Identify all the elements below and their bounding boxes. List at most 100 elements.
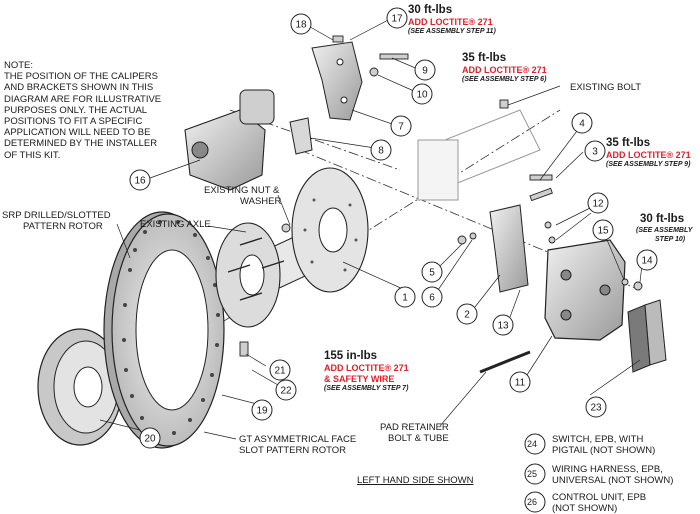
axle-housing <box>417 109 541 201</box>
hardware <box>239 35 643 357</box>
legend-25-line1: WIRING HARNESS, EPB, <box>552 464 663 475</box>
callout-number-20: 20 <box>144 434 156 445</box>
srp-rotor-label-1: SRP DRILLED/SLOTTED <box>2 210 111 221</box>
callout-number-13: 13 <box>497 321 509 332</box>
rotor-hat <box>37 328 123 446</box>
main-caliper <box>544 239 626 341</box>
note-line: PURPOSES ONLY. THE ACTUAL <box>4 104 148 116</box>
callout-circle-12 <box>587 192 609 214</box>
callout-number-16: 16 <box>134 176 146 187</box>
legend-26-line2: (NOT SHOWN) <box>552 503 618 514</box>
existing-axle-label: EXISTING AXLE <box>140 219 211 230</box>
torque-9-value: 35 ft-lbs <box>462 52 507 64</box>
callout-circle-16 <box>129 169 151 191</box>
torque-3-value: 35 ft-lbs <box>606 137 651 149</box>
pad-retainer-label-1: PAD RETAINER <box>380 422 449 433</box>
caliper-bracket <box>311 41 363 121</box>
note-line: APPLICATION WILL NEED TO BE <box>4 127 151 139</box>
callout-circle-9 <box>414 59 436 81</box>
callout-number-15: 15 <box>597 226 609 237</box>
torque-14-step-2: STEP 10) <box>655 236 686 243</box>
callout-number-12: 12 <box>592 199 604 210</box>
callout-number-6: 6 <box>429 293 435 304</box>
callout-circle-3 <box>584 140 606 162</box>
callout-circle-14 <box>636 249 658 271</box>
torque-3-loctite: ADD LOCTITE® 271 <box>606 150 691 160</box>
callout-circle-2 <box>456 303 478 325</box>
callout-circle-21 <box>269 359 291 381</box>
note-line: AND BRACKETS SHOWN IN THIS <box>4 82 154 94</box>
torque-17-value: 30 ft-lbs <box>408 4 453 16</box>
existing-nut-label: EXISTING NUT & <box>204 185 280 196</box>
legend-24-line2: PIGTAIL (NOT SHOWN) <box>552 445 656 456</box>
legend-num-25: 25 <box>527 469 538 479</box>
callout-circle-17 <box>386 7 408 29</box>
callout-number-9: 9 <box>422 66 428 77</box>
callout-circle-4 <box>571 112 593 134</box>
legend-24-line1: SWITCH, EPB, WITH <box>552 434 644 445</box>
legend-26-line1: CONTROL UNIT, EPB <box>552 492 647 503</box>
torque-9-loctite: ADD LOCTITE® 271 <box>462 65 547 75</box>
callout-circle-20 <box>139 427 161 449</box>
callout-number-4: 4 <box>579 119 585 130</box>
side-shown-caption: LEFT HAND SIDE SHOWN <box>357 475 474 486</box>
legend-num-24: 24 <box>527 439 538 449</box>
note-line: DETERMINED BY THE INSTALLER <box>4 138 158 150</box>
callout-circle-10 <box>411 83 433 105</box>
torque-14-step-1: (SEE ASSEMBLY <box>636 227 693 234</box>
spacer-plate <box>289 117 313 155</box>
torque-21-step: (SEE ASSEMBLY STEP 7) <box>324 385 409 392</box>
installer-note: NOTE: THE POSITION OF THE CALIPERS AND B… <box>4 60 164 161</box>
note-line: DIAGRAM ARE FOR ILLUSTRATIVE <box>4 93 162 105</box>
callout-circle-7 <box>390 115 412 137</box>
callout-circle-5 <box>421 261 443 283</box>
callout-circle-18 <box>290 13 312 35</box>
pad-retainer-tube <box>479 350 531 374</box>
callout-number-18: 18 <box>295 20 307 31</box>
gt-rotor-label-2: SLOT PATTERN ROTOR <box>239 445 346 456</box>
torque-9-step: (SEE ASSEMBLY STEP 6) <box>462 76 547 83</box>
callout-circle-23 <box>585 396 607 418</box>
parking-brake-caliper <box>184 89 275 191</box>
callout-number-21: 21 <box>274 366 286 377</box>
callout-circle-8 <box>370 139 392 161</box>
callout-number-23: 23 <box>590 403 602 414</box>
callout-circle-13 <box>492 314 514 336</box>
pad-retainer-label-2: BOLT & TUBE <box>388 433 449 444</box>
existing-bolt-label: EXISTING BOLT <box>570 82 642 93</box>
callout-circle-19 <box>251 399 273 421</box>
torque-17-step: (SEE ASSEMBLY STEP 11) <box>408 28 496 35</box>
callout-number-19: 19 <box>256 406 268 417</box>
note-line: POSITIONS TO FIT A SPECIFIC <box>4 116 143 128</box>
note-line: NOTE: <box>4 60 34 71</box>
callout-number-7: 7 <box>398 122 404 133</box>
legend-circles <box>524 433 546 513</box>
callout-number-5: 5 <box>429 268 435 279</box>
legend-num-26: 26 <box>527 497 538 507</box>
callout-number-14: 14 <box>641 256 653 267</box>
brake-rotor <box>103 211 225 449</box>
gt-rotor-label-1: GT ASYMMETRICAL FACE <box>239 434 357 445</box>
torque-14-value: 30 ft-lbs <box>640 213 685 225</box>
callout-number-3: 3 <box>592 147 598 158</box>
torque-21-loctite: ADD LOCTITE® 271 <box>324 363 409 373</box>
callout-number-22: 22 <box>280 386 292 397</box>
callout-circle-1 <box>394 286 416 308</box>
bracket-disc <box>291 167 369 293</box>
note-line: OF THIS KIT. <box>4 149 61 161</box>
legend-25-line2: UNIVERSAL (NOT SHOWN) <box>552 475 674 486</box>
callout-circle-15 <box>592 219 614 241</box>
note-line: THE POSITION OF THE CALIPERS <box>4 71 158 83</box>
torque-3-step: (SEE ASSEMBLY STEP 9) <box>606 161 691 168</box>
washer-label: WASHER <box>240 196 282 207</box>
callout-circle-11 <box>509 371 531 393</box>
torque-21-wire: & SAFETY WIRE <box>324 374 395 384</box>
callout-circle-22 <box>275 379 297 401</box>
brake-pads <box>627 299 667 373</box>
callout-circle-6 <box>421 286 443 308</box>
callout-number-1: 1 <box>402 293 408 304</box>
callout-number-17: 17 <box>391 14 403 25</box>
torque-21-value: 155 in-lbs <box>324 350 378 362</box>
